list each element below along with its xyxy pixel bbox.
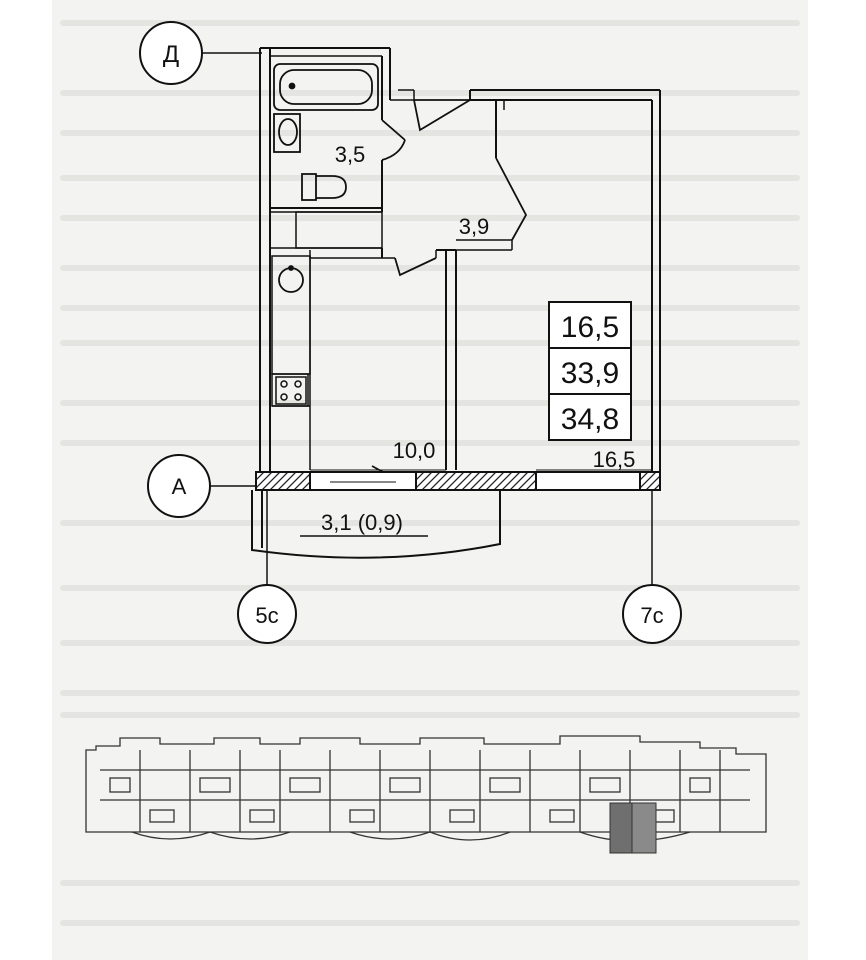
kitchen-area-label: 10,0 <box>393 438 436 463</box>
living-area-value: 16,5 <box>561 311 619 344</box>
axis-marker-a: А <box>147 454 258 518</box>
axis-marker-d: Д <box>139 21 262 85</box>
highlighted-apartment <box>609 802 657 854</box>
stove <box>275 376 307 405</box>
axis-marker-5c: 5с <box>237 584 297 644</box>
doors <box>371 99 528 489</box>
washbasin <box>273 113 301 153</box>
balcony-area-label: 3,1 (0,9) <box>321 510 403 535</box>
bathtub <box>273 63 379 111</box>
hall-area-label: 3,9 <box>459 214 490 239</box>
axis-marker-7c: 7с <box>622 584 682 644</box>
bathroom-area-label: 3,5 <box>335 142 366 167</box>
room-area-label: 16,5 <box>593 447 636 472</box>
axis-label-a: А <box>172 474 187 499</box>
balcony-outline <box>251 490 501 559</box>
axis-label-d: Д <box>163 41 179 68</box>
exterior-wall-bottom <box>255 471 661 491</box>
total-with-balcony-value: 34,8 <box>561 403 619 436</box>
total-area-value: 33,9 <box>561 357 619 390</box>
axis-label-5c: 5с <box>255 603 278 628</box>
building-key-plan <box>85 735 767 842</box>
axis-label-7c: 7с <box>640 603 663 628</box>
area-summary-box: 16,5 33,9 34,8 <box>548 301 632 441</box>
apartment-walls <box>259 47 661 474</box>
toilet <box>301 173 347 201</box>
kitchen-sink <box>278 265 304 293</box>
